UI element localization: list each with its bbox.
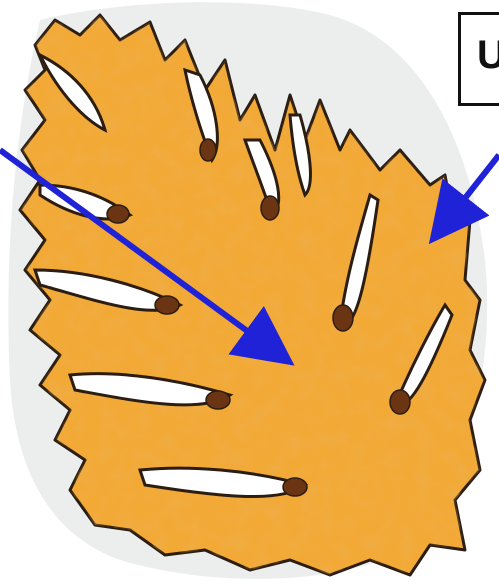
seed-5 — [107, 205, 129, 223]
label-letter: U — [477, 35, 499, 75]
seed-8 — [283, 478, 307, 496]
seed-3 — [333, 305, 353, 331]
seed-1 — [200, 139, 216, 161]
seed-7 — [206, 391, 230, 409]
seed-6 — [155, 296, 179, 314]
label-box: U — [458, 12, 499, 106]
seed-2 — [261, 196, 279, 220]
seed-4 — [390, 390, 410, 414]
